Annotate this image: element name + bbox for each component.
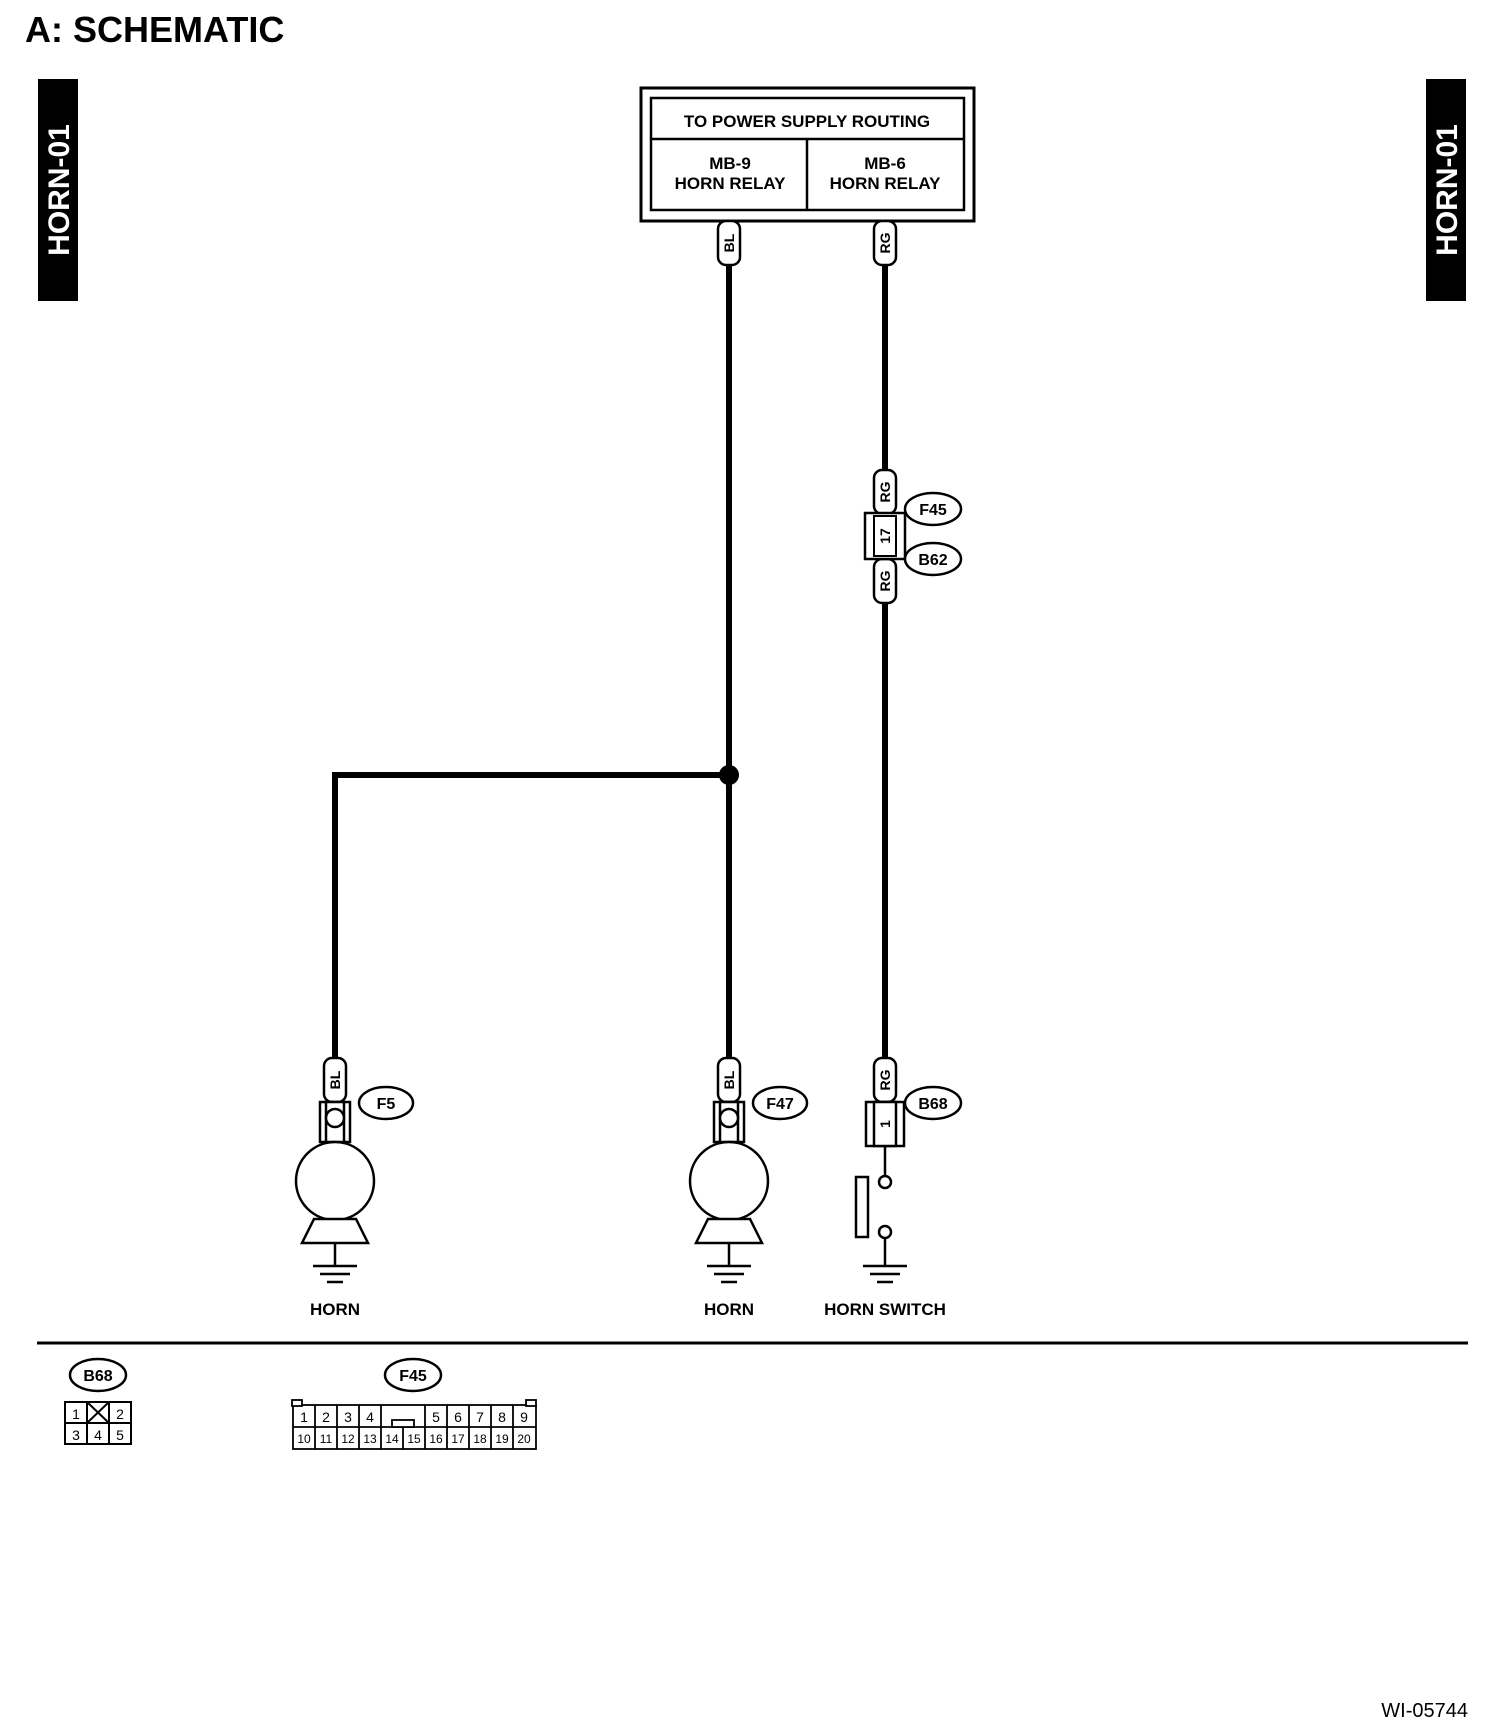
connector-tag-b68-label: B68 (918, 1096, 947, 1113)
b68-pin-2: 2 (116, 1406, 124, 1422)
f45-pin-4: 4 (366, 1409, 374, 1425)
mb9-label: MB-9 (709, 154, 751, 173)
connector-view-b68: B68 1 2 3 4 5 (64, 1357, 132, 1445)
f45-pin-14: 14 (385, 1432, 399, 1446)
b68-pin-3: 3 (72, 1427, 80, 1443)
horn-left (294, 1100, 376, 1284)
wire-tag-bl-top: BL (716, 219, 742, 267)
f45-pin-20: 20 (517, 1432, 531, 1446)
connector-tag-f45-label: F45 (919, 502, 947, 519)
connector-tag-f5-label: F5 (377, 1096, 396, 1113)
f45-pin-6: 6 (454, 1409, 462, 1425)
connector-view-f45-label: F45 (399, 1368, 427, 1385)
b68-pin-1: 1 (72, 1406, 80, 1422)
f45-pin-10: 10 (297, 1432, 311, 1446)
wire-tag-bl-horn-right: BL (716, 1056, 742, 1104)
f45-pin-16: 16 (429, 1432, 443, 1446)
horn-switch-label: HORN SWITCH (824, 1300, 946, 1319)
b68-pin-4: 4 (94, 1427, 102, 1443)
wire-bl (332, 265, 732, 1058)
b68-pin-number: 1 (877, 1120, 893, 1128)
f45-pin-number: 17 (877, 528, 893, 544)
wire-tag-rg-top: RG (872, 219, 898, 267)
section-title: A: SCHEMATIC (25, 9, 284, 50)
side-tab-right: HORN-01 (1426, 79, 1466, 301)
f45-pin-5: 5 (432, 1409, 440, 1425)
wire-tag-bl-horn-right-label: BL (721, 1070, 737, 1089)
mb6-label: MB-6 (864, 154, 906, 173)
f45-pin-9: 9 (520, 1409, 528, 1425)
wire-tag-bl-horn-left-label: BL (327, 1070, 343, 1089)
wire-tag-rg-b62-lower-label: RG (877, 570, 893, 591)
wire-tag-rg-f45-upper-label: RG (877, 481, 893, 502)
connector-tag-b62: B62 (903, 541, 963, 577)
f45-pin-8: 8 (498, 1409, 506, 1425)
f45-pin-2: 2 (322, 1409, 330, 1425)
f45-pin-1: 1 (300, 1409, 308, 1425)
f45-pin-11: 11 (320, 1432, 333, 1446)
doc-number: WI-05744 (1381, 1700, 1468, 1722)
power-supply-title: TO POWER SUPPLY ROUTING (684, 112, 930, 131)
connector-f45-b62: 17 (863, 511, 907, 561)
wire-tag-rg-f45-upper: RG (872, 468, 898, 516)
f45-pin-17: 17 (451, 1432, 465, 1446)
horn-switch (854, 1100, 907, 1284)
b68-pin-5: 5 (116, 1427, 124, 1443)
connector-tag-f45: F45 (903, 491, 963, 527)
f45-pin-12: 12 (341, 1432, 355, 1446)
connector-tag-f47: F47 (751, 1085, 809, 1121)
side-tab-left-label: HORN-01 (43, 124, 76, 256)
junction-dot (719, 765, 739, 785)
f45-pin-18: 18 (473, 1432, 487, 1446)
connector-view-f45: F45 (291, 1357, 537, 1450)
f45-pin-3: 3 (344, 1409, 352, 1425)
connector-tag-f47-label: F47 (766, 1096, 794, 1113)
f45-pin-19: 19 (495, 1432, 509, 1446)
wire-tag-rg-switch: RG (872, 1056, 898, 1104)
horn-right-label: HORN (704, 1300, 754, 1319)
wire-tag-bl-horn-left: BL (322, 1056, 348, 1104)
f45-pin-15: 15 (407, 1432, 421, 1446)
wire-tag-rg-b62-lower: RG (872, 557, 898, 605)
horn-left-label: HORN (310, 1300, 360, 1319)
wire-tag-bl-top-label: BL (721, 233, 737, 252)
connector-tag-b68: B68 (903, 1085, 963, 1121)
mb9-horn-relay-label: HORN RELAY (675, 174, 786, 193)
f45-pin-7: 7 (476, 1409, 484, 1425)
wire-tag-rg-switch-label: RG (877, 1069, 893, 1090)
f45-pin-13: 13 (363, 1432, 377, 1446)
connector-tag-b62-label: B62 (918, 552, 947, 569)
wire-tag-rg-top-label: RG (877, 232, 893, 253)
side-tab-left: HORN-01 (38, 79, 78, 301)
connector-tag-f5: F5 (357, 1085, 415, 1121)
side-tab-right-label: HORN-01 (1431, 124, 1464, 256)
mb6-horn-relay-label: HORN RELAY (830, 174, 941, 193)
horn-right (688, 1100, 770, 1284)
connector-view-b68-label: B68 (83, 1368, 112, 1385)
power-supply-box: TO POWER SUPPLY ROUTING MB-9 HORN RELAY … (639, 86, 976, 223)
